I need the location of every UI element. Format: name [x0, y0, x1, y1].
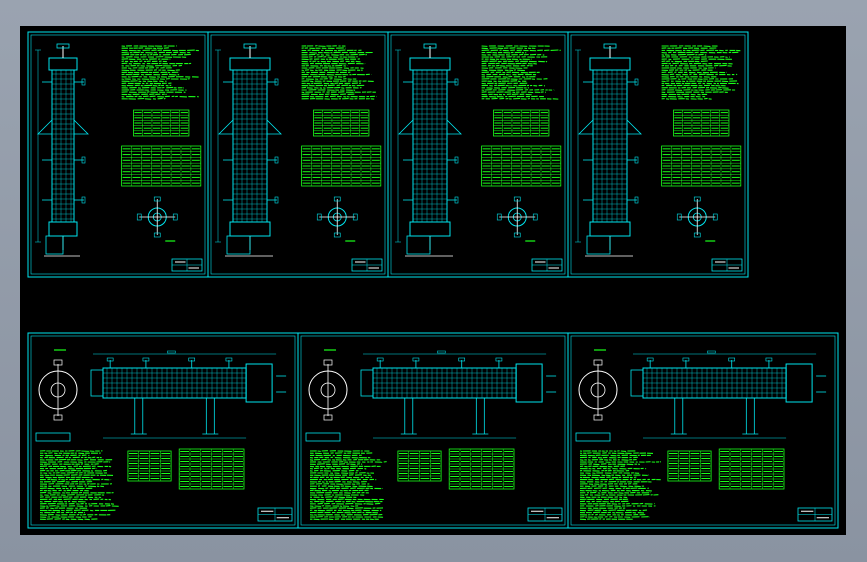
vertical-exchanger-sheet-1: [27, 31, 209, 278]
spec-table: [661, 145, 742, 187]
spec-table: [301, 145, 382, 187]
spec-table: [121, 145, 202, 187]
spec-table: [133, 109, 190, 137]
nozzle-orientation-view: [316, 196, 358, 242]
spec-table: [718, 448, 785, 490]
end-view: [305, 349, 348, 442]
title-block: [171, 258, 203, 272]
vertical-exchanger-sheet-4: [567, 31, 749, 278]
spec-text-block: [39, 450, 119, 521]
horizontal-vessel: [360, 350, 557, 439]
spec-text-block: [121, 45, 199, 100]
spec-table: [397, 450, 442, 482]
spec-text-block: [309, 450, 387, 521]
spec-text-block: [661, 45, 741, 100]
vertical-exchanger-sheet-2: [207, 31, 389, 278]
vertical-exchanger-sheet-3: [387, 31, 569, 278]
drawing-canvas[interactable]: [20, 26, 846, 535]
horizontal-exchanger-sheet-3: [567, 332, 839, 529]
title-block: [531, 258, 563, 272]
title-block: [711, 258, 743, 272]
title-block: [527, 507, 563, 522]
end-view: [35, 349, 78, 442]
spec-text-block: [579, 450, 662, 521]
vertical-vessel: [395, 43, 462, 257]
title-block: [257, 507, 293, 522]
horizontal-vessel: [90, 350, 287, 439]
spec-table: [127, 450, 172, 482]
horizontal-exchanger-sheet-1: [27, 332, 299, 529]
vertical-vessel: [575, 43, 642, 257]
spec-table: [673, 109, 730, 137]
nozzle-orientation-view: [136, 196, 178, 242]
spec-table: [178, 448, 245, 490]
spec-text-block: [481, 45, 561, 100]
drawing-svg: [27, 31, 839, 529]
title-block: [797, 507, 833, 522]
nozzle-orientation-view: [496, 196, 538, 242]
vertical-vessel: [215, 43, 282, 257]
spec-table: [667, 450, 712, 482]
horizontal-vessel: [630, 350, 827, 439]
horizontal-exchanger-sheet-2: [297, 332, 569, 529]
spec-text-block: [301, 45, 377, 100]
spec-table: [313, 109, 370, 137]
vertical-vessel: [35, 43, 89, 257]
spec-table: [481, 145, 562, 187]
nozzle-orientation-view: [676, 196, 718, 242]
end-view: [575, 349, 618, 442]
title-block: [351, 258, 383, 272]
spec-table: [493, 109, 550, 137]
spec-table: [448, 448, 515, 490]
